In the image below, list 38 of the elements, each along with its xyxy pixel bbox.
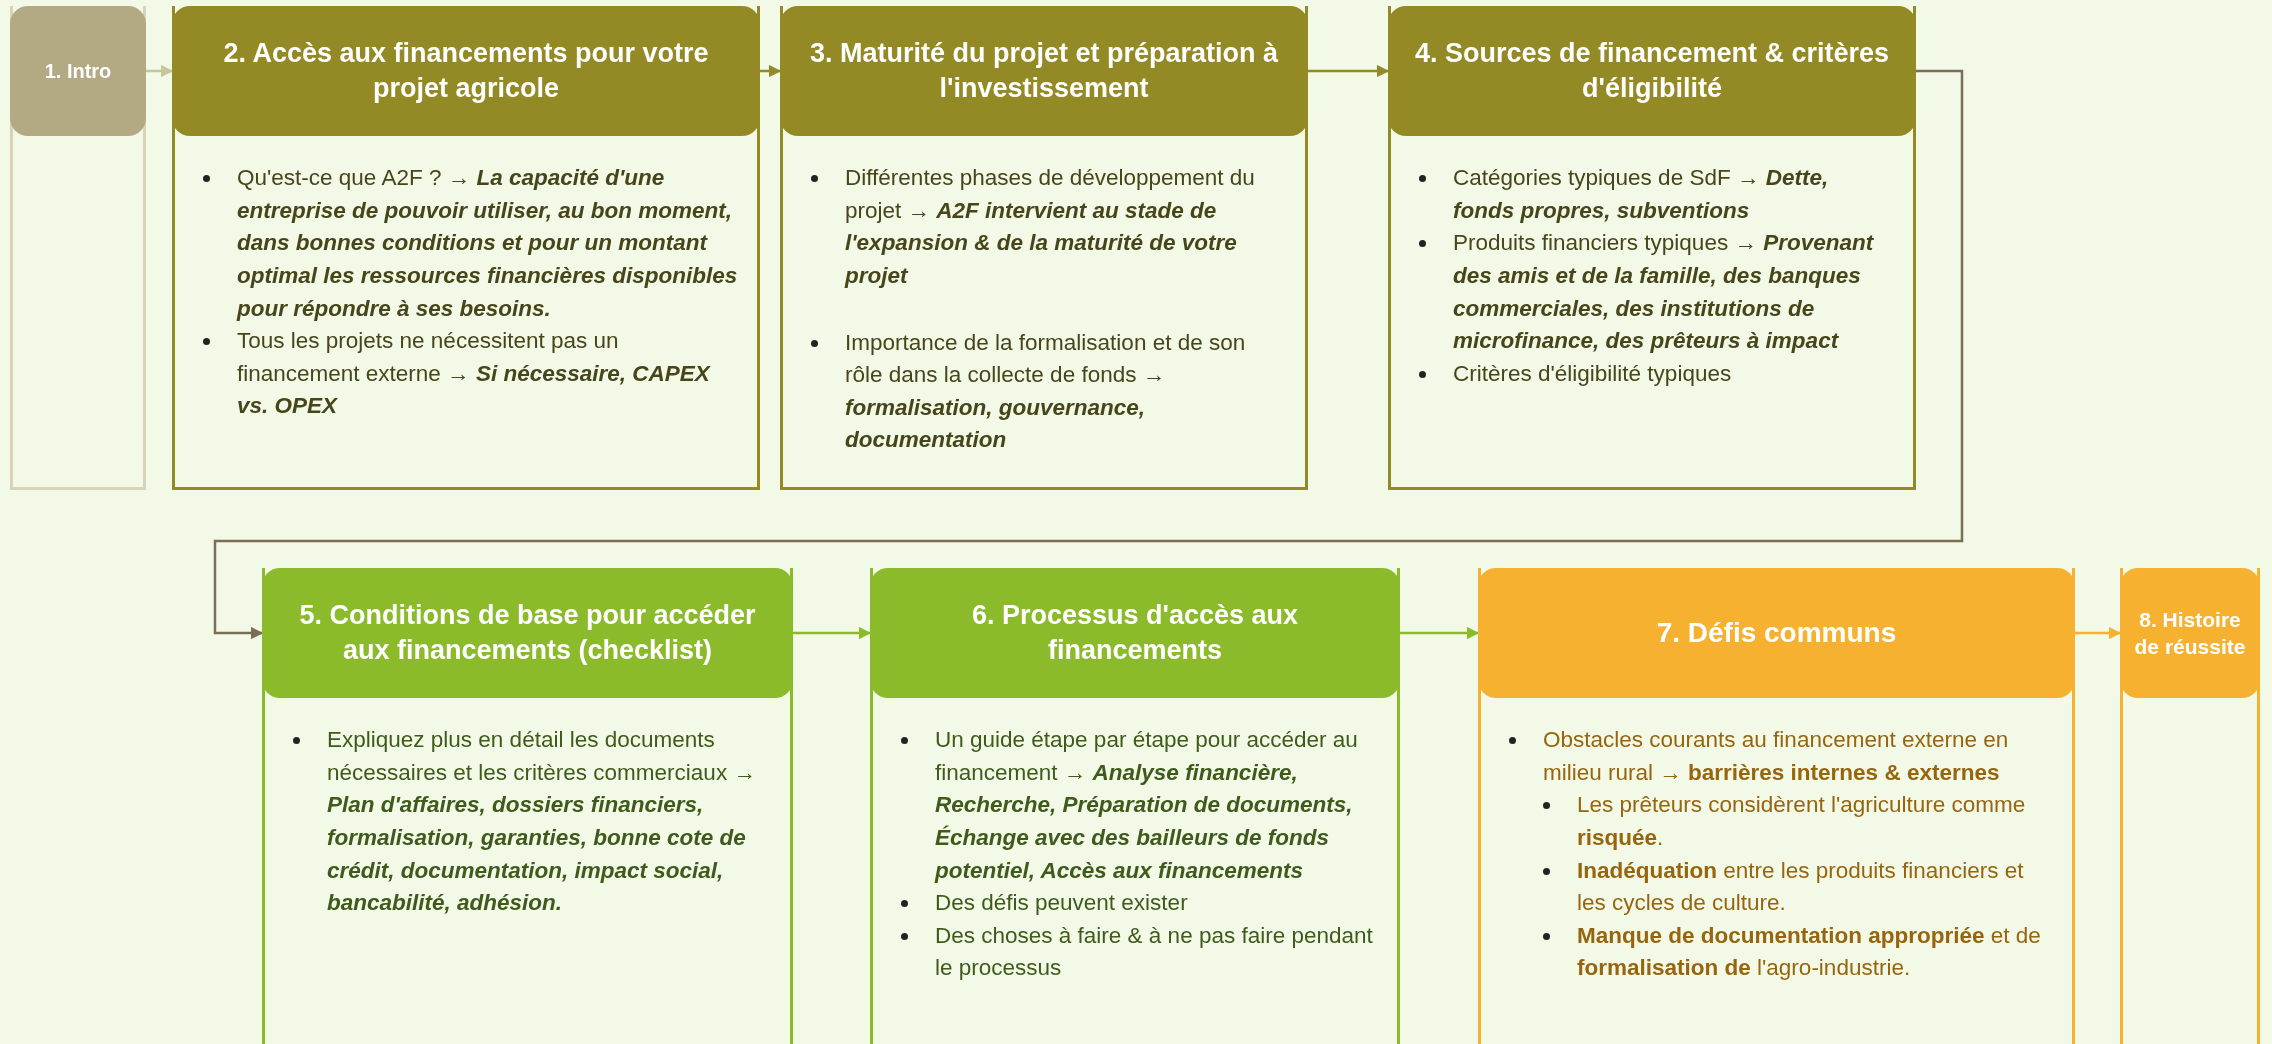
step-header: 3. Maturité du projet et préparation à l'investissement	[780, 6, 1308, 136]
bullet-text: Différentes phases de développement du projet → A2F intervient au stade de l'expansion & de la maturité de votre projet	[845, 165, 1255, 288]
bullet-text: Un guide étape par étape pour accéder au financement → Analyse financière, Recherche, Préparation de documents, Échange avec des bailleurs de fonds potentiel, Accès aux financements	[935, 727, 1358, 883]
arrow	[793, 626, 872, 640]
arrow	[760, 64, 782, 78]
bullet-text: Des défis peuvent exister	[935, 890, 1188, 916]
step-card	[1478, 568, 2075, 1044]
step-header: 7. Défis communs	[1478, 568, 2075, 698]
bullet-text: Critères d'éligibilité typiques	[1453, 360, 1732, 386]
step-header: 6. Processus d'accès aux financements	[870, 568, 1400, 698]
bullet-text: Importance de la formalisation et de son rôle dans la collecte de fonds → formalisation, gouvernance, documentation	[845, 329, 1246, 453]
arrow	[1400, 626, 1480, 640]
bullet-text: Obstacles courants au financement externe en milieu rural → barrières internes & externes	[1543, 727, 2009, 785]
step-card	[172, 6, 760, 490]
arrow	[146, 64, 174, 78]
step-header: 8. Histoire de réussite	[2120, 568, 2260, 698]
step-header: 5. Conditions de base pour accéder aux financements (checklist)	[262, 568, 793, 698]
bullet-text: Les prêteurs considèrent l'agriculture comme risquée.	[1577, 792, 2026, 850]
step-header: 4. Sources de financement & critères d'éligibilité	[1388, 6, 1916, 136]
step-card	[262, 568, 793, 1044]
arrow	[213, 69, 1964, 640]
step-header: 1. Intro	[10, 6, 146, 136]
bullet-text: Expliquez plus en détail les documents nécessaires et les critères commerciaux → Plan d'affaires, dossiers financiers, formalisation, garanties, bonne cote de crédit, documentation, impact social, bancabilité, adhésion.	[327, 727, 756, 916]
step-card	[870, 568, 1400, 1044]
arrow	[1308, 64, 1390, 78]
step-card	[2120, 568, 2260, 1044]
arrow	[2075, 626, 2122, 640]
bullet-text: Des choses à faire & à ne pas faire pendant le processus	[935, 922, 1373, 981]
step-card	[1388, 6, 1916, 490]
bullet-text: Manque de documentation appropriée et de formalisation de l'agro-industrie.	[1577, 922, 2041, 981]
step-card	[780, 6, 1308, 490]
bullet-text: Produits financiers typiques → Provenant des amis et de la famille, des banques commerciales, des institutions de microfinance, des prêteurs à impact	[1453, 230, 1874, 354]
bullet-text: Catégories typiques de SdF → Dette, fonds propres, subventions	[1453, 165, 1829, 223]
step-header: 2. Accès aux financements pour votre projet agricole	[172, 6, 760, 136]
bullet-text: Qu'est-ce que A2F ? → La capacité d'une entreprise de pouvoir utiliser, au bon moment, dans bonnes conditions et pour un montant optimal les ressources financières disponibles pour répondre à ses besoins.	[237, 165, 738, 321]
bullet-text: Tous les projets ne nécessitent pas un financement externe → Si nécessaire, CAPEX vs. OPEX	[237, 328, 710, 419]
bullet-text: Inadéquation entre les produits financiers et les cycles de culture.	[1577, 857, 2024, 916]
step-card	[10, 6, 146, 490]
